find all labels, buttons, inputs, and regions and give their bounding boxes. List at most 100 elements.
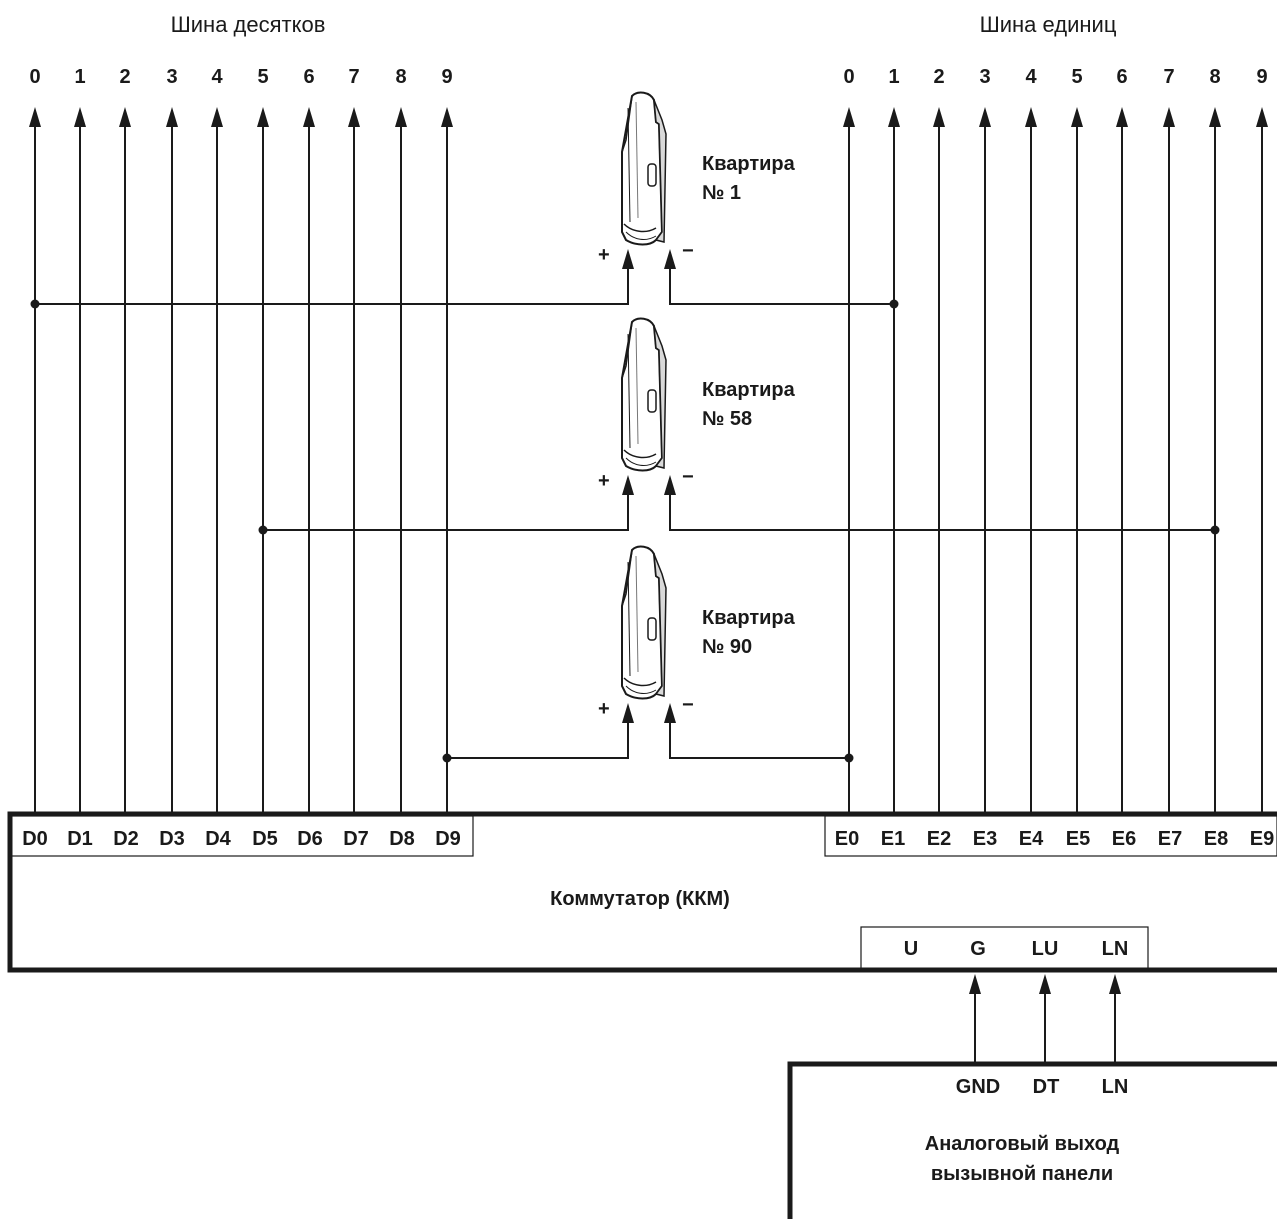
- units-bus-arrow-icon: [1071, 107, 1083, 127]
- tens-bus-arrow-icon: [166, 107, 178, 127]
- units-bus-arrow-icon: [933, 107, 945, 127]
- switch-output-label: U: [904, 938, 918, 960]
- tens-bus-arrow-icon: [119, 107, 131, 127]
- units-connection-wire: [669, 721, 849, 759]
- minus-terminal-arrow-icon: [664, 475, 676, 495]
- junction-dot: [1210, 525, 1220, 535]
- minus-sign: −: [682, 694, 694, 716]
- tens-bus-arrow-icon: [211, 107, 223, 127]
- units-bus-number: 4: [1025, 66, 1037, 88]
- apartment-label: Квартира: [702, 153, 796, 175]
- junction-dot: [442, 753, 452, 763]
- junction-dot: [258, 525, 268, 535]
- tens-terminal-label: D9: [435, 828, 461, 850]
- units-terminal-label: E2: [927, 828, 951, 850]
- plus-sign: +: [598, 470, 610, 492]
- tens-bus-number: 8: [395, 66, 406, 88]
- tens-bus-arrow-icon: [441, 107, 453, 127]
- tens-bus-number: 5: [257, 66, 268, 88]
- switch-output-strip: [860, 926, 1149, 971]
- apartment-number: № 58: [702, 408, 752, 430]
- tens-terminal-label: D0: [22, 828, 48, 850]
- switch-output-label: LN: [1102, 938, 1129, 960]
- switch-input-arrow-icon: [969, 974, 981, 994]
- tens-bus-arrow-icon: [348, 107, 360, 127]
- tens-terminal-label: D6: [297, 828, 323, 850]
- panel-terminal-label: LN: [1102, 1076, 1129, 1098]
- tens-bus-arrow-icon: [303, 107, 315, 127]
- tens-bus-number: 2: [119, 66, 130, 88]
- apartment-number: № 1: [702, 182, 741, 204]
- minus-terminal-arrow-icon: [664, 703, 676, 723]
- tens-bus-arrow-icon: [74, 107, 86, 127]
- switch-output-label: LU: [1032, 938, 1059, 960]
- units-terminal-label: E3: [973, 828, 997, 850]
- call-panel-label-line2: вызывной панели: [931, 1163, 1113, 1185]
- tens-terminal-label: D8: [389, 828, 415, 850]
- units-bus-number: 5: [1071, 66, 1082, 88]
- apartment-2: Квартира № 58 + −: [258, 317, 1220, 535]
- junction-dot: [889, 299, 899, 309]
- apartment-label: Квартира: [702, 379, 796, 401]
- units-terminal-label: E8: [1204, 828, 1228, 850]
- call-panel-box: [787, 1061, 1277, 1219]
- units-terminal-label: E5: [1066, 828, 1090, 850]
- units-bus-number: 1: [888, 66, 899, 88]
- units-bus-arrow-icon: [1025, 107, 1037, 127]
- units-connection-wire: [669, 493, 1215, 531]
- tens-bus-number: 9: [441, 66, 452, 88]
- tens-bus-number: 6: [303, 66, 314, 88]
- tens-bus-arrow-icon: [395, 107, 407, 127]
- units-terminal-label: E6: [1112, 828, 1136, 850]
- switch-input-arrow-icon: [1039, 974, 1051, 994]
- units-bus-number: 0: [843, 66, 854, 88]
- units-bus-number: 7: [1163, 66, 1174, 88]
- intercom-handset-icon: [621, 91, 667, 246]
- units-bus-arrow-icon: [888, 107, 900, 127]
- units-bus-arrow-icon: [843, 107, 855, 127]
- apartment-number: № 90: [702, 636, 752, 658]
- tens-terminal-label: D4: [205, 828, 231, 850]
- units-terminal-label: E4: [1019, 828, 1044, 850]
- minus-sign: −: [682, 240, 694, 262]
- tens-connection-wire: [263, 493, 629, 531]
- switch-label: Коммутатор (ККМ): [550, 888, 730, 910]
- units-terminal-label: E0: [835, 828, 859, 850]
- units-terminal-label: E9: [1250, 828, 1274, 850]
- apartment-label: Квартира: [702, 607, 796, 629]
- plus-sign: +: [598, 698, 610, 720]
- intercom-handset-icon: [621, 317, 667, 472]
- tens-bus-number: 0: [29, 66, 40, 88]
- units-bus-number: 3: [979, 66, 990, 88]
- tens-bus-number: 1: [74, 66, 85, 88]
- panel-terminal-label: DT: [1033, 1076, 1060, 1098]
- units-connection-wire: [669, 267, 894, 305]
- minus-terminal-arrow-icon: [664, 249, 676, 269]
- tens-bus-number: 3: [166, 66, 177, 88]
- tens-bus-arrow-icon: [257, 107, 269, 127]
- tens-bus-arrow-icon: [29, 107, 41, 127]
- switch-output-label: G: [970, 938, 986, 960]
- panel-terminal-label: GND: [956, 1076, 1000, 1098]
- units-bus-number: 2: [933, 66, 944, 88]
- tens-connection-wire: [447, 721, 629, 759]
- units-bus-number: 8: [1209, 66, 1220, 88]
- junction-dot: [844, 753, 854, 763]
- units-terminal-label: E7: [1158, 828, 1182, 850]
- plus-terminal-arrow-icon: [622, 249, 634, 269]
- apartment-3: Квартира № 90 + −: [442, 545, 854, 763]
- minus-sign: −: [682, 466, 694, 488]
- units-bus-arrow-icon: [1256, 107, 1268, 127]
- tens-terminal-label: D3: [159, 828, 185, 850]
- call-panel-label-line1: Аналоговый выход: [925, 1133, 1120, 1155]
- units-terminal-strip: [824, 815, 1277, 857]
- plus-terminal-arrow-icon: [622, 475, 634, 495]
- tens-bus-title: Шина десятков: [171, 12, 326, 37]
- tens-connection-wire: [35, 267, 629, 305]
- units-bus-number: 9: [1256, 66, 1267, 88]
- tens-terminal-strip: [9, 815, 474, 857]
- tens-bus-number: 4: [211, 66, 223, 88]
- tens-terminal-label: D5: [252, 828, 278, 850]
